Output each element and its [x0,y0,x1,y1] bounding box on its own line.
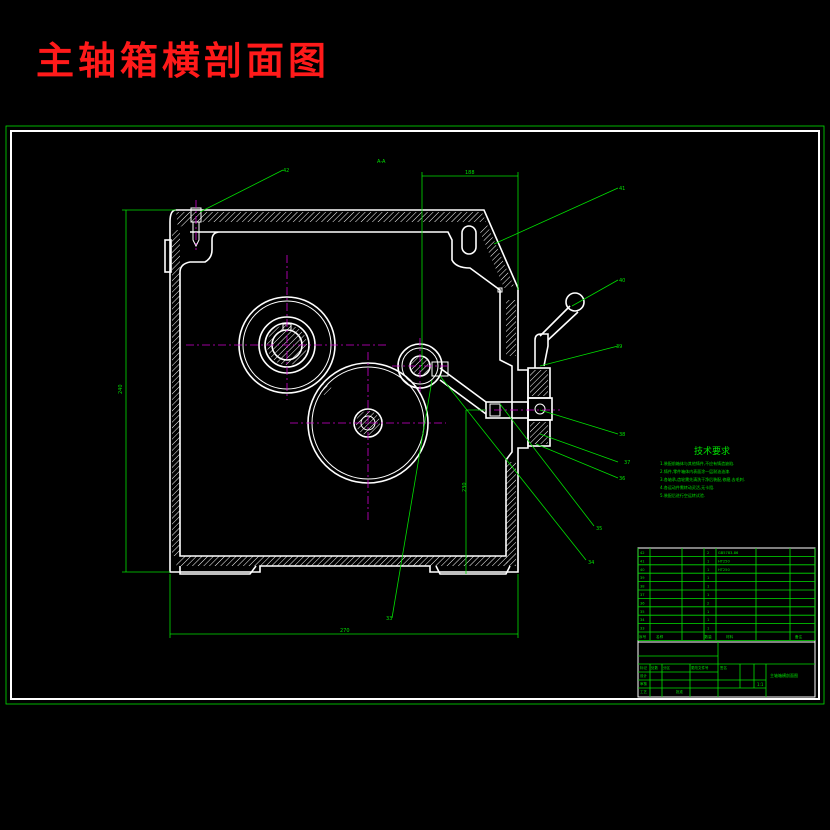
title-block-role: 工艺 [640,689,648,694]
dim-left-height: 240 [118,384,124,394]
dimension-lines: 188 240 230 270 [118,170,519,638]
tech-requirement-item: 3.各轴承,齿轮需先清洗干净后装配,修磨,去毛刺. [660,476,745,482]
parts-row-qty: 1 [707,568,709,572]
tech-requirements-heading: 技术要求 [694,445,730,457]
title-block-role: 更改文件号 [691,665,709,670]
parts-row-qty: 2 [707,601,709,605]
parts-row-number: 34 [640,618,645,622]
parts-row-number: 41 [640,559,645,563]
callout-leaders: 42 41 40 39 38 37 36 35 34 33 [199,168,630,622]
parts-row-qty: 1 [707,610,709,614]
tech-requirement-item: 4.各运动件需转动灵活,无卡阻. [660,484,714,490]
dim-top-width: 188 [465,170,475,176]
callout-38: 38 [619,432,625,438]
title-block-role: 标记 [640,665,648,670]
parts-header-remark: 备注 [795,634,803,639]
lower-gear [290,352,446,520]
tech-requirement-item: 1.装配前箱体与其他铸件,不应有铸造缺陷. [660,460,734,466]
title-block-role: 处数 [651,665,659,670]
outer-frame [5,125,825,705]
parts-row-material: GB5783-86 [718,551,739,555]
parts-row-number: 37 [640,593,645,597]
page-title: 主轴箱横剖面图 [36,38,331,83]
callout-33: 33 [386,616,392,622]
callout-37: 37 [624,460,630,466]
parts-row-number: 35 [640,610,645,614]
parts-row-number: 36 [640,601,645,605]
parts-row-number: 40 [640,568,645,572]
callout-41: 41 [619,186,625,192]
title-block-scale: 1:1 [757,682,764,687]
parts-row-qty: 1 [707,559,709,563]
parts-row-qty: 1 [707,593,709,597]
title-block-role: 签名 [720,665,727,670]
shift-handle [534,292,585,368]
tech-requirements: 技术要求 1.装配前箱体与其他铸件,不应有铸造缺陷. 2.铸件,零件箱体内表面涂… [660,445,745,498]
tech-requirement-item: 5.装配后进行空运转试验. [660,492,705,498]
parts-row-qty: 1 [707,576,709,580]
parts-row-qty: 1 [707,618,709,622]
title-block-role: 设计 [640,673,648,678]
callout-42: 42 [283,168,289,174]
inner-frame [10,130,820,700]
dim-inner-height: 230 [462,482,468,492]
callout-36: 36 [619,476,625,482]
tech-requirement-item: 2.铸件,零件箱体内表面涂一层耐油油漆. [660,468,730,474]
callout-35: 35 [596,526,602,532]
parts-header-material: 材料 [726,634,734,639]
parts-row-number: 39 [640,576,645,580]
parts-row-material: HT250 [718,559,730,563]
bolt-42 [190,200,202,250]
section-label: A-A [377,159,386,165]
title-block-drawing-name: 主轴箱横剖面图 [770,672,798,678]
dim-bottom-width: 270 [340,628,350,634]
parts-row-qty: 2 [707,551,709,555]
parts-row-number: 42 [640,551,645,555]
upper-gear [186,255,388,400]
gearbox-housing [164,200,585,575]
callout-34: 34 [588,560,594,566]
parts-row-material: HT250 [718,568,730,572]
parts-header-no: 序号 [639,634,647,639]
title-block-role: 分区 [663,665,671,670]
title-block: 主轴箱横剖面图 1:1 标记 处数 分区 更改文件号 签名 设计 审核 工艺 批… [637,641,816,698]
parts-row-qty: 1 [707,627,709,631]
small-gear [392,338,450,392]
callout-39: 39 [616,344,622,350]
title-block-role: 批准 [676,689,684,694]
parts-header-name: 名称 [656,634,664,639]
parts-row-qty: 1 [707,585,709,589]
callout-40: 40 [619,278,625,284]
parts-row-number: 33 [640,627,645,631]
title-block-role: 审核 [640,681,648,686]
parts-header-qty: 数量 [705,634,713,639]
parts-row-number: 38 [640,585,645,589]
